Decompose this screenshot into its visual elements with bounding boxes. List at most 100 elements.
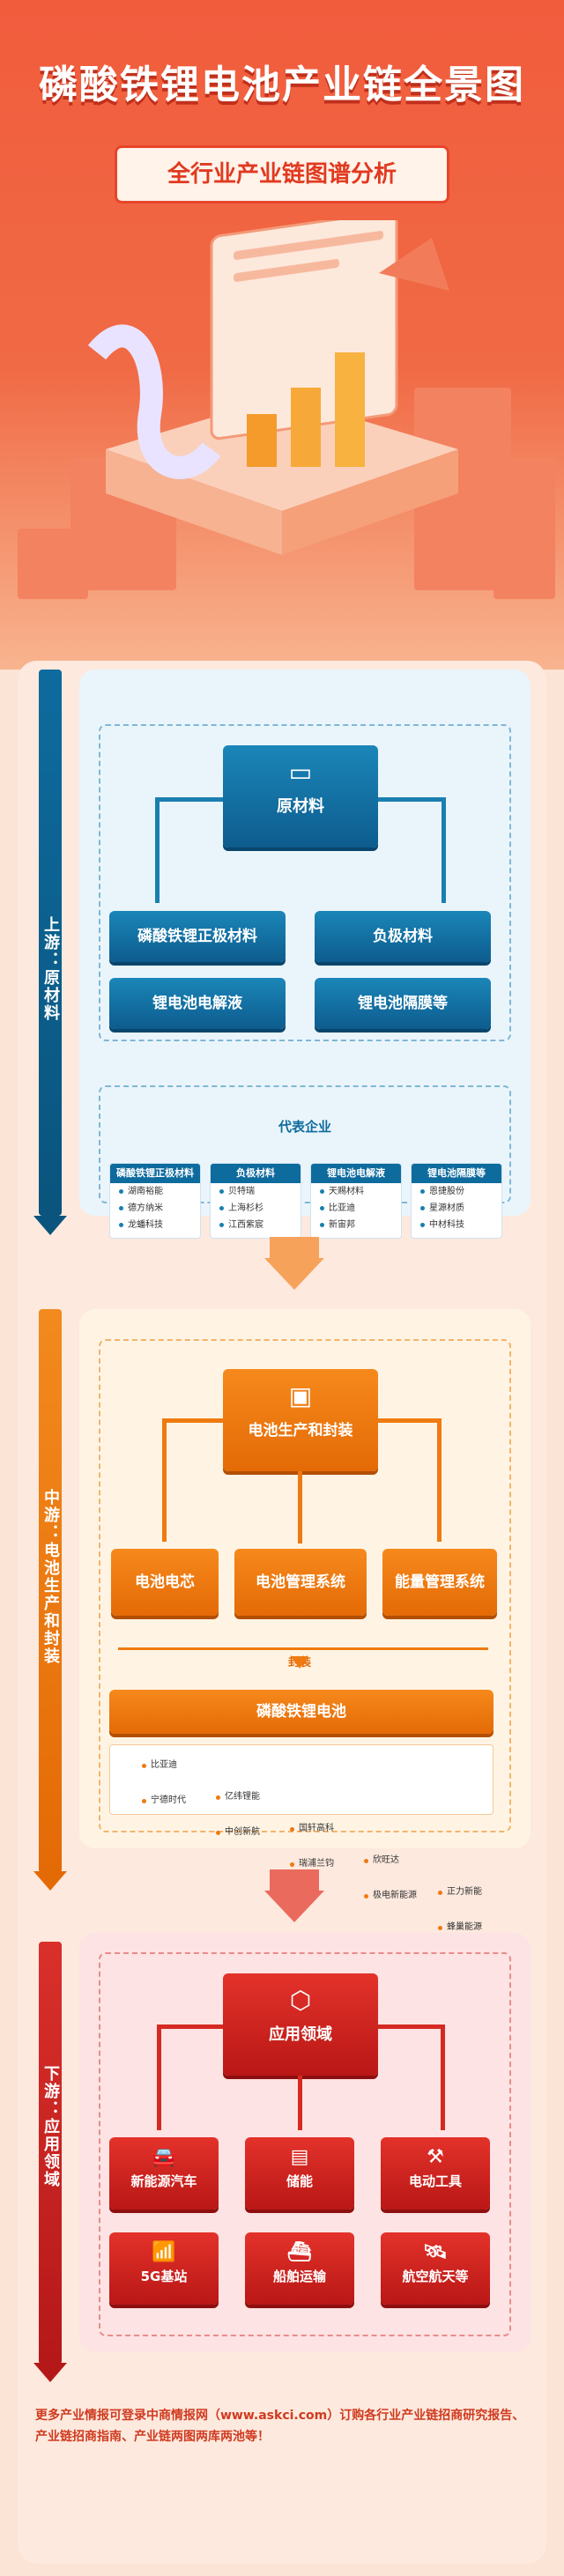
app-ship: ⛴ 船舶运输 [245, 2232, 354, 2305]
app-aero: 🛰 航空航天等 [381, 2232, 490, 2305]
app-ev-label: 新能源汽车 [130, 2173, 197, 2189]
company-name: 龙蟠科技 [110, 1217, 200, 1233]
hero-banner: 磷酸铁锂电池产业链全景图 全行业产业链图谱分析 [0, 0, 564, 670]
connector [441, 2025, 445, 2130]
downstream-arrow-tip [33, 2363, 67, 2382]
connector [157, 2025, 223, 2029]
midstream-stage-label: 中游：电池生产和封装 [41, 1489, 60, 1665]
report-illustration [87, 220, 458, 555]
company-name: 正力新能 [436, 1884, 564, 1900]
material-anode: 负极材料 [315, 911, 491, 962]
company-name: 欣旺达 [362, 1853, 564, 1869]
footer-note: 更多产业情报可登录中商情报网（www.askci.com）订购各行业产业链招商研… [35, 2409, 525, 2444]
flow-arrow-stem [270, 1869, 319, 1892]
downstream-stage-label: 下游：应用领域 [41, 2065, 60, 2188]
car-icon: 🚘 [152, 2146, 176, 2168]
midstream-stage-bar [39, 1309, 62, 1873]
raw-materials-label: 原材料 [277, 797, 324, 816]
ems-node: 能量管理系统 [382, 1549, 497, 1616]
connector [157, 2025, 161, 2130]
connector [378, 797, 446, 802]
company-name: 比亚迪 [311, 1200, 401, 1217]
company-name: 恩捷股份 [412, 1183, 501, 1200]
material-electrolyte: 锂电池电解液 [109, 978, 286, 1029]
company-column-head: 磷酸铁锂正极材料 [110, 1164, 200, 1183]
company-name: 德方纳米 [110, 1200, 200, 1217]
satellite-icon: 🛰 [423, 2241, 448, 2263]
upstream-materials-frame [99, 724, 511, 1041]
company-name: 瑞浦兰钧 [288, 1856, 564, 1872]
app-ship-label: 船舶运输 [272, 2269, 326, 2284]
antenna-icon: 📶 [152, 2241, 176, 2263]
connector [162, 1418, 223, 1423]
material-separator: 锂电池隔膜等 [315, 978, 491, 1029]
midstream-frame [99, 1339, 511, 1832]
company-name: 江西紫宸 [211, 1217, 301, 1233]
connector [437, 1418, 442, 1542]
material-cathode: 磷酸铁锂正极材料 [109, 911, 286, 962]
app-5g: 📶 5G基站 [109, 2232, 219, 2305]
company-name: 比亚迪 [140, 1758, 523, 1773]
app-5g-label: 5G基站 [140, 2269, 188, 2284]
battery-production-node: ▣ 电池生产和封装 [223, 1369, 378, 1471]
company-name: 天赐材料 [311, 1183, 401, 1200]
app-tools: ⚒ 电动工具 [381, 2137, 490, 2210]
upstream-stage-label: 上游：原材料 [41, 916, 60, 1022]
upstream-stage-bar [39, 670, 62, 1216]
company-name: 亿纬锂能 [214, 1789, 564, 1805]
company-name: 宁德时代 [140, 1793, 523, 1809]
page-subtitle: 全行业产业链图谱分析 [167, 161, 397, 188]
page-title: 磷酸铁锂电池产业链全景图 [39, 63, 525, 107]
flow-arrow-down [264, 1891, 324, 1922]
battery-icon: ▭ [288, 758, 313, 787]
app-ev: 🚘 新能源汽车 [109, 2137, 219, 2210]
connector [155, 797, 160, 903]
company-column-head: 负极材料 [211, 1164, 301, 1183]
background-building [494, 458, 555, 599]
company-name: 新宙邦 [311, 1217, 401, 1233]
downstream-stage-bar [39, 1942, 62, 2365]
app-aero-label: 航空航天等 [402, 2269, 469, 2284]
upstream-companies-frame [99, 1085, 511, 1203]
app-storage: ▤ 储能 [245, 2137, 354, 2210]
upstream-arrow-tip [33, 1216, 67, 1235]
company-column: 锂电池隔膜等 恩捷股份 星源材质 中材科技 [411, 1163, 502, 1239]
connector [298, 1471, 302, 1543]
company-name: 蜂巢能源 [436, 1920, 564, 1936]
flow-arrow-stem [270, 1237, 319, 1260]
cube-icon: ⬡ [289, 1986, 312, 2015]
company-column-head: 锂电池电解液 [311, 1164, 401, 1183]
battery-production-label: 电池生产和封装 [248, 1422, 353, 1440]
background-building [18, 529, 88, 599]
connector [378, 1418, 442, 1423]
connector [118, 1647, 488, 1650]
app-storage-label: 储能 [286, 2173, 313, 2189]
package-icon: ▣ [288, 1381, 313, 1410]
company-name: 贝特瑞 [211, 1183, 301, 1200]
raw-materials-node: ▭ 原材料 [223, 745, 378, 848]
company-column: 负极材料 贝特瑞 上海杉杉 江西紫宸 [210, 1163, 301, 1239]
lfp-battery-node: 磷酸铁锂电池 [109, 1690, 494, 1734]
company-name: 中材科技 [412, 1217, 501, 1233]
application-node: ⬡ 应用领域 [223, 1973, 378, 2076]
midstream-arrow-tip [33, 1871, 67, 1891]
app-tools-label: 电动工具 [408, 2173, 462, 2189]
connector [378, 2025, 445, 2029]
company-name: 极电新能源 [362, 1888, 564, 1904]
company-name: 中创新航 [214, 1825, 564, 1840]
subtitle-banner: 全行业产业链图谱分析 [115, 145, 449, 204]
companies-title: 代表企业 [278, 1119, 331, 1135]
downstream-frame [99, 1952, 511, 2336]
company-name: 上海杉杉 [211, 1200, 301, 1217]
company-column-head: 锂电池隔膜等 [412, 1164, 501, 1183]
midstream-companies-box: 比亚迪 宁德时代 亿纬锂能 中创新航 国轩高科 瑞浦兰钧 欣旺达 极电新能源 正… [109, 1744, 494, 1932]
company-name: 星源材质 [412, 1200, 501, 1217]
battery-cell-node: 电池电芯 [111, 1549, 219, 1616]
connector [442, 797, 446, 903]
connector [155, 797, 223, 802]
bms-node: 电池管理系统 [234, 1549, 367, 1616]
connector [298, 2076, 302, 2130]
company-name: 国轩高科 [288, 1821, 564, 1837]
connector [162, 1418, 167, 1542]
company-column: 磷酸铁锂正极材料 湖南裕能 德方纳米 龙蟠科技 [109, 1163, 201, 1239]
